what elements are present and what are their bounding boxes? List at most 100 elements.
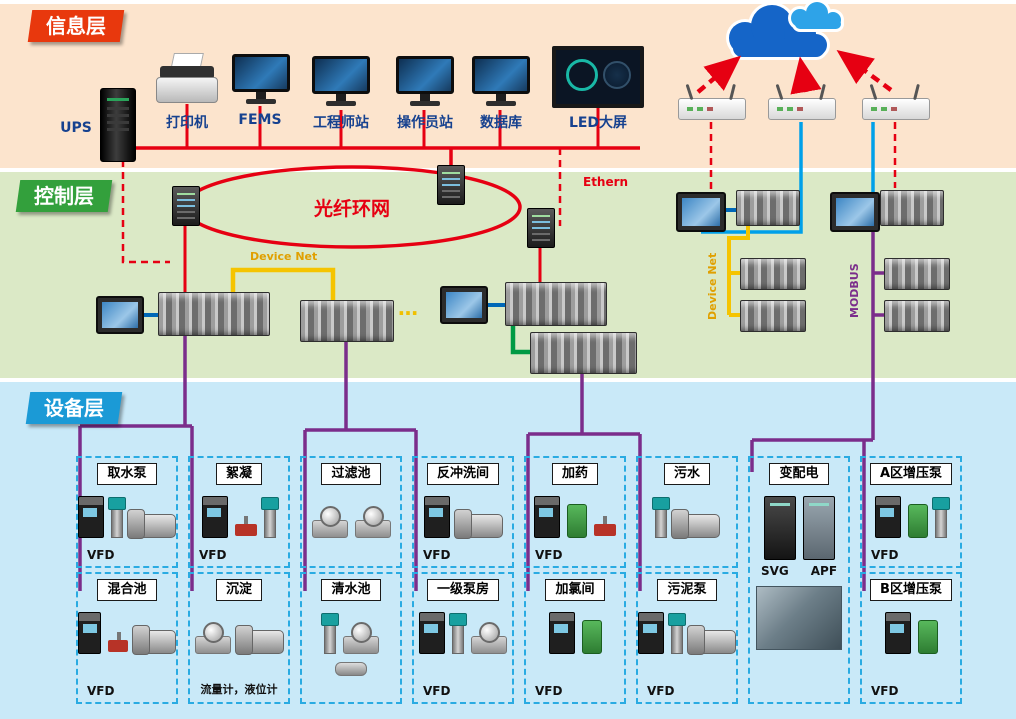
ring-switch-right-icon bbox=[527, 208, 555, 248]
info-layer-badge-label: 信息层 bbox=[46, 14, 106, 38]
ups-tower-icon bbox=[100, 88, 136, 162]
equipment-title: 加药 bbox=[551, 463, 598, 485]
remote-io-rack-icon bbox=[884, 258, 950, 290]
level-sensor-icon bbox=[932, 497, 950, 538]
info-layer-badge: 信息层 bbox=[27, 10, 125, 42]
equipment-box-clear-water-pool: 清水池 bbox=[300, 572, 402, 704]
equipment-title: 污泥泵 bbox=[657, 579, 717, 601]
device-column-backwash: 反冲洗间 VFD 一级泵房 VFD bbox=[412, 456, 514, 704]
equipment-box-backwash-room: 反冲洗间 VFD bbox=[412, 456, 514, 568]
modbus-vertical-label: MODBUS bbox=[848, 263, 861, 318]
vfd-label: VFD bbox=[647, 684, 675, 698]
arrow-router3-cloud bbox=[836, 50, 893, 92]
equipment-box-power-distribution: 变配电 SVG APF bbox=[748, 456, 850, 704]
pump-icon bbox=[453, 509, 503, 539]
flow-meter-icon bbox=[311, 506, 348, 538]
equipment-title: B区增压泵 bbox=[870, 579, 952, 601]
device-column-booster: A区增压泵 VFD B区增压泵 VFD bbox=[860, 456, 962, 704]
arrow-router2-cloud bbox=[790, 56, 822, 95]
led-screen-label: LED大屏 bbox=[568, 115, 628, 131]
device-column-dosing: 加药 VFD 加氯间 VFD bbox=[524, 456, 626, 704]
monitor-stand bbox=[496, 94, 506, 101]
equipment-box-flocculation: 絮凝 VFD bbox=[188, 456, 290, 568]
ring-switch-top-icon bbox=[437, 165, 465, 205]
handheld-meter-icon bbox=[335, 662, 367, 676]
wireless-router-icon bbox=[768, 98, 836, 120]
instrument-icon bbox=[108, 497, 126, 538]
flow-meter-icon bbox=[354, 506, 391, 538]
instrument-icon bbox=[449, 613, 467, 654]
purple-bus-group2 bbox=[303, 340, 418, 591]
monitor-stand bbox=[256, 92, 266, 99]
cabinet-labels: SVG APF bbox=[750, 564, 848, 578]
monitor-base bbox=[486, 101, 516, 106]
monitor-stand bbox=[336, 94, 346, 101]
monitor-base bbox=[410, 101, 440, 106]
equipment-icons bbox=[190, 494, 288, 538]
vfd-drive-icon bbox=[534, 496, 560, 538]
equipment-icons bbox=[526, 494, 624, 538]
device-column-intake: 取水泵 VFD 混合池 VFD bbox=[76, 456, 178, 704]
mixer-icon bbox=[235, 516, 257, 536]
fiber-ring-label: 光纤环网 bbox=[313, 198, 390, 220]
blue-hmi-stubs bbox=[144, 208, 884, 317]
monitor-stand bbox=[420, 94, 430, 101]
vfd-label: VFD bbox=[87, 548, 115, 562]
wireless-router-icon bbox=[862, 98, 930, 120]
equipment-box-booster-b: B区增压泵 VFD bbox=[860, 572, 962, 704]
equipment-title: 絮凝 bbox=[215, 463, 262, 485]
equipment-icons bbox=[862, 610, 960, 654]
monitor-screen bbox=[396, 56, 454, 94]
engineer-station-icon bbox=[312, 56, 370, 106]
devicenet-vertical-label: Device Net bbox=[706, 252, 719, 320]
equipment-title: 加氯间 bbox=[545, 579, 605, 601]
equipment-icons bbox=[638, 494, 736, 539]
wireless-router-icon bbox=[678, 98, 746, 120]
instrument-icon bbox=[668, 613, 686, 654]
router-leds bbox=[871, 107, 877, 111]
equipment-title: 沉淀 bbox=[215, 579, 262, 601]
pump-icon bbox=[687, 625, 736, 655]
equipment-box-primary-pump-house: 一级泵房 VFD bbox=[412, 572, 514, 704]
equipment-title: 混合池 bbox=[97, 579, 157, 601]
dosing-pump-icon bbox=[567, 504, 587, 538]
red-dashed-left bbox=[121, 148, 170, 264]
instrument-icon bbox=[917, 620, 938, 654]
hmi-panel-icon bbox=[676, 192, 726, 232]
hmi-panel-icon bbox=[440, 286, 488, 324]
equipment-box-booster-a: A区增压泵 VFD bbox=[860, 456, 962, 568]
printer-body bbox=[156, 77, 218, 103]
pump-icon bbox=[234, 625, 284, 655]
plc-rack-icon bbox=[300, 300, 394, 342]
vfd-drive-icon bbox=[78, 612, 102, 654]
fems-monitor-icon bbox=[232, 54, 290, 104]
instrument-icon bbox=[908, 504, 928, 538]
valve-icon bbox=[594, 516, 616, 536]
vfd-drive-icon bbox=[423, 496, 450, 538]
vfd-label: VFD bbox=[87, 684, 115, 698]
blue-router2-link bbox=[701, 122, 803, 234]
printer-icon bbox=[156, 53, 218, 104]
vfd-label: VFD bbox=[535, 548, 563, 562]
device-column-filter: 过滤池 清水池 bbox=[300, 456, 402, 704]
devicenet-bus-left bbox=[230, 267, 336, 302]
equipment-title: 变配电 bbox=[769, 463, 829, 485]
electrical-room-photo bbox=[756, 586, 842, 650]
equipment-icons bbox=[190, 610, 288, 655]
device-column-sewage: 污水 污泥泵 VFD bbox=[636, 456, 738, 704]
level-sensor-icon bbox=[320, 613, 339, 654]
vfd-label: VFD bbox=[199, 548, 227, 562]
apf-label: APF bbox=[810, 564, 838, 578]
hmi-panel-icon bbox=[96, 296, 144, 334]
equipment-icons bbox=[526, 610, 624, 654]
equipment-title: 清水池 bbox=[321, 579, 381, 601]
monitor-base bbox=[326, 101, 356, 106]
plc-rack-icon bbox=[736, 190, 800, 226]
equipment-icons bbox=[862, 494, 960, 538]
fems-label: FEMS bbox=[238, 112, 282, 128]
printer-label: 打印机 bbox=[166, 115, 208, 131]
equipment-title: 过滤池 bbox=[321, 463, 381, 485]
vfd-drive-icon bbox=[884, 612, 911, 654]
control-layer-badge: 控制层 bbox=[15, 180, 113, 212]
equipment-title: 反冲洗间 bbox=[426, 463, 499, 485]
